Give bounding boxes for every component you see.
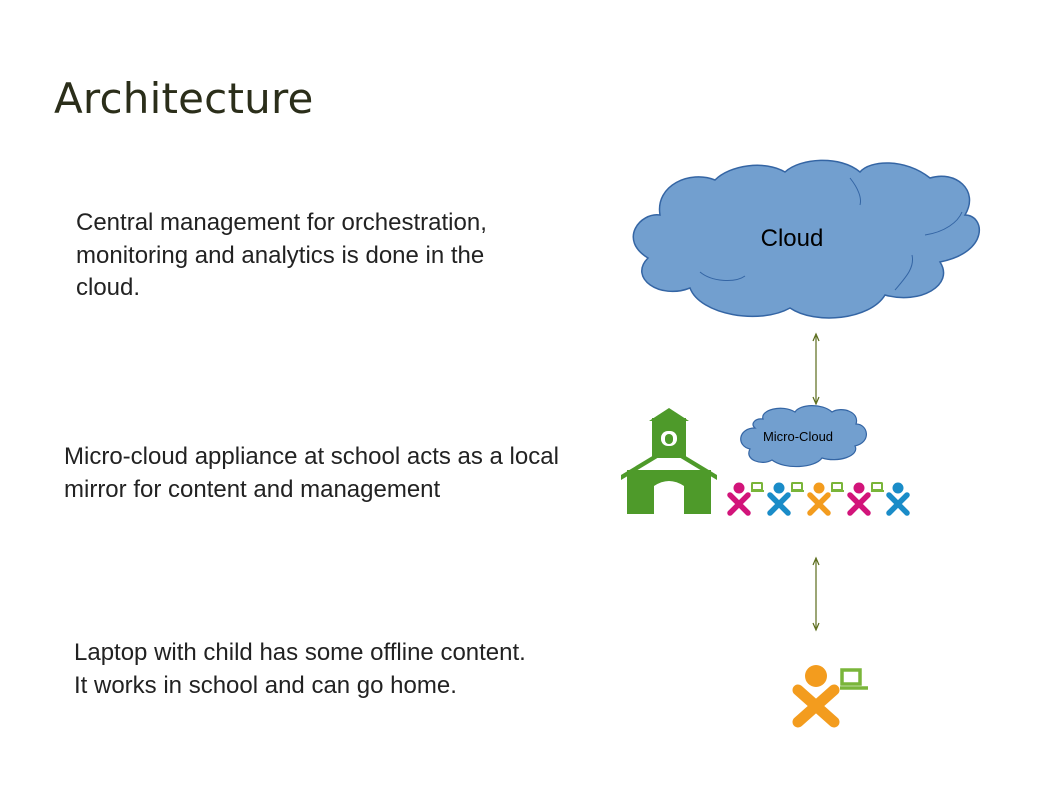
arrow-cloud-to-school bbox=[812, 332, 820, 406]
point-cloud-management: Central management for orchestration, mo… bbox=[76, 209, 487, 301]
point-micro-cloud-appliance: Micro-cloud appliance at school acts as … bbox=[64, 443, 559, 503]
xo-child-laptop-icon bbox=[792, 665, 868, 728]
xo-children-row bbox=[730, 483, 907, 513]
school-icon bbox=[621, 408, 717, 514]
micro-cloud-icon bbox=[740, 405, 867, 468]
cloud-icon bbox=[632, 159, 980, 319]
slide-title: Architecture bbox=[54, 74, 314, 123]
cloud-label: Cloud bbox=[761, 225, 824, 252]
micro-cloud-label: Micro-Cloud bbox=[763, 429, 833, 444]
point-laptop-offline: Laptop with child has some offline conte… bbox=[74, 639, 526, 699]
arrow-school-to-laptop bbox=[812, 556, 820, 632]
